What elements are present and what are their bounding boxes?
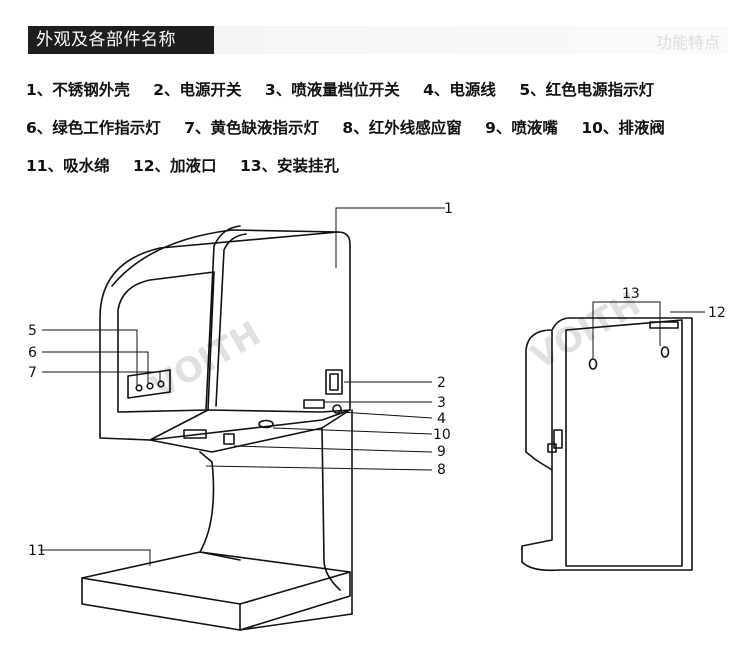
callout-1: 1: [444, 201, 453, 217]
leader-11: [40, 549, 151, 566]
part-label-8: 8、红外线感应窗: [342, 119, 462, 137]
part-label-5: 5、红色电源指示灯: [519, 81, 655, 99]
callout-7: 7: [28, 365, 37, 381]
callout-6: 6: [28, 345, 37, 361]
part-label-12: 12、加液口: [132, 157, 217, 175]
front-view-side-panel: [205, 225, 241, 411]
leader-10: [272, 427, 433, 435]
callout-2: 2: [437, 375, 446, 391]
power-switch: [325, 369, 343, 395]
callout-10: 10: [433, 427, 451, 443]
mounting-hole-left: [588, 358, 598, 370]
header-rule-shade: [214, 26, 728, 54]
parts-list: 1、不锈钢外壳 2、电源开关 3、喷液量档位开关 4、电源线 5、红色电源指示灯…: [26, 78, 736, 192]
power-switch-rocker: [329, 373, 339, 391]
section-title: 外观及各部件名称: [28, 26, 214, 54]
part-label-9: 9、喷液嘴: [485, 119, 558, 137]
back-view-port: [547, 443, 557, 453]
callout-12: 12: [708, 305, 726, 321]
leader-7: [42, 371, 161, 381]
front-view-top-curve: [111, 229, 339, 287]
front-view-stand: [199, 409, 353, 615]
part-label-2: 2、电源开关: [153, 81, 242, 99]
callout-9: 9: [437, 444, 446, 460]
leader-4: [340, 411, 433, 419]
leader-1: [335, 207, 445, 268]
parts-row-3: 11、吸水绵 12、加液口 13、安装挂孔: [26, 154, 736, 192]
part-label-10: 10、排液阀: [581, 119, 665, 137]
callout-13: 13: [622, 286, 640, 302]
front-view-face-panel: [117, 271, 215, 413]
watermark-front: VOITH: [145, 314, 268, 408]
part-label-6: 6、绿色工作指示灯: [26, 119, 161, 137]
infrared-sensor-window: [183, 429, 207, 439]
parts-row-1: 1、不锈钢外壳 2、电源开关 3、喷液量档位开关 4、电源线 5、红色电源指示灯: [26, 78, 736, 116]
leader-6: [42, 351, 149, 383]
refill-port: [649, 321, 679, 329]
part-label-1: 1、不锈钢外壳: [26, 81, 130, 99]
leader-8: [205, 465, 433, 471]
callout-leaders: [40, 207, 705, 566]
spray-nozzle: [223, 433, 235, 445]
drain-valve: [258, 419, 274, 429]
header-rule: 功能特点: [214, 26, 728, 54]
callout-5: 5: [28, 323, 37, 339]
part-label-13: 13、安装挂孔: [239, 157, 340, 175]
front-view-side-panel-inner: [215, 233, 247, 407]
green-work-indicator-light: [146, 382, 154, 390]
faded-header-text: 功能特点: [655, 33, 720, 52]
red-power-indicator-light: [135, 384, 143, 392]
back-view-body: [521, 317, 693, 572]
leader-9: [233, 445, 433, 453]
callout-3: 3: [437, 395, 446, 411]
drip-tray-front: [81, 571, 351, 631]
part-label-4: 4、电源线: [423, 81, 496, 99]
leader-5: [42, 329, 138, 385]
callout-11: 11: [28, 543, 46, 559]
back-view-switch: [553, 429, 563, 449]
yellow-low-liquid-indicator-light: [157, 380, 165, 388]
callout-8: 8: [437, 462, 446, 478]
parts-row-2: 6、绿色工作指示灯 7、黄色缺液指示灯 8、红外线感应窗 9、喷液嘴 10、排液…: [26, 116, 736, 154]
mounting-hole-right: [660, 346, 670, 358]
leader-13: [592, 301, 661, 358]
part-label-3: 3、喷液量档位开关: [264, 81, 400, 99]
spray-volume-switch: [303, 399, 325, 409]
drip-tray: [81, 551, 351, 605]
part-label-11: 11、吸水绵: [26, 157, 110, 175]
back-view-panel: [565, 319, 683, 567]
front-view-underside: [149, 409, 351, 453]
front-view-housing: [99, 231, 351, 441]
front-view-indicator-panel: [127, 369, 171, 399]
part-label-7: 7、黄色缺液指示灯: [184, 119, 319, 137]
callout-4: 4: [437, 411, 446, 427]
power-cord-port: [332, 404, 342, 414]
